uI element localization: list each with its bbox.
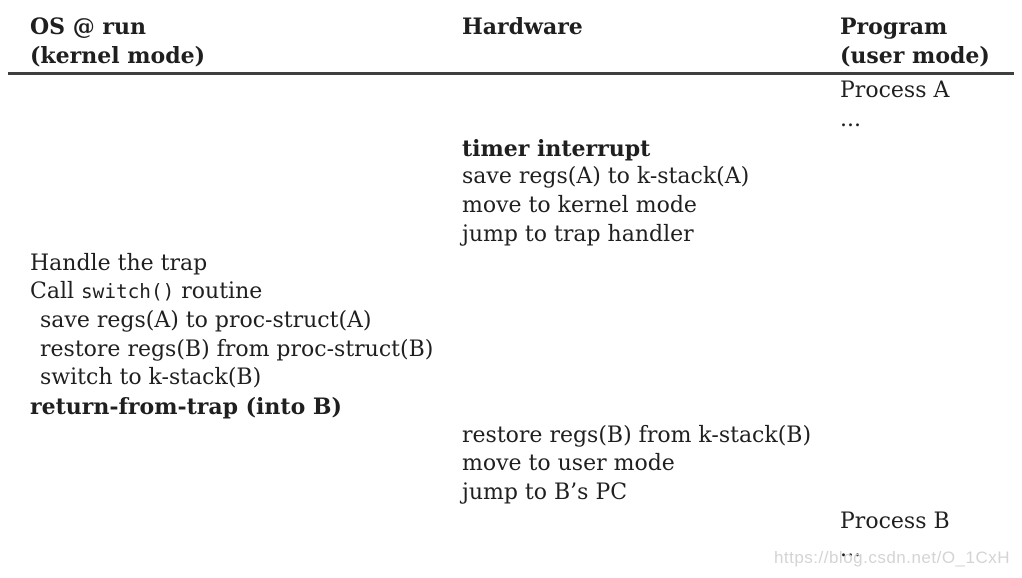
- row-text: move to kernel mode: [462, 193, 697, 219]
- column-header-hardware: Hardware: [462, 13, 840, 70]
- header-rule: [8, 72, 1014, 76]
- column-header-os: OS @ run (kernel mode): [30, 13, 462, 70]
- row-text: Process B: [840, 508, 950, 534]
- timeline-row: save regs(A) to k-stack(A): [0, 163, 1022, 192]
- timeline-row: move to kernel mode: [0, 192, 1022, 221]
- os-header-line1: OS @ run: [30, 14, 146, 40]
- row-text: restore regs(B) from k-stack(B): [462, 422, 812, 448]
- row-text: routine: [174, 279, 263, 305]
- column-header-program: Program (user mode): [840, 13, 1014, 70]
- timeline-row: Process B: [0, 508, 1022, 537]
- program-header-line2: (user mode): [840, 42, 990, 69]
- row-text: ...: [840, 107, 861, 133]
- row-text: save regs(A) to proc-struct(A): [40, 307, 372, 333]
- row-text: restore regs(B) from proc-struct(B): [40, 336, 434, 362]
- timeline-row: Handle the trap: [0, 250, 1022, 279]
- row-text: timer interrupt: [462, 135, 651, 162]
- row-text: switch to k-stack(B): [40, 365, 262, 391]
- timeline-row: ...: [0, 106, 1022, 135]
- timeline-row: return-from-trap (into B): [0, 393, 1022, 422]
- timeline-row: jump to trap handler: [0, 221, 1022, 250]
- row-text: Call: [30, 279, 82, 305]
- timeline-row: Call switch() routine: [0, 278, 1022, 307]
- row-text: ...: [840, 537, 861, 563]
- timeline-row: switch to k-stack(B): [0, 364, 1022, 393]
- hardware-header-line1: Hardware: [462, 14, 583, 40]
- code-text: switch(): [81, 280, 175, 304]
- os-header-line2: (kernel mode): [30, 42, 205, 69]
- row-text: Handle the trap: [30, 250, 208, 276]
- row-text: save regs(A) to k-stack(A): [462, 164, 750, 190]
- row-text: move to user mode: [462, 451, 675, 477]
- timeline-row: restore regs(B) from k-stack(B): [0, 422, 1022, 451]
- timeline-row: timer interrupt: [0, 135, 1022, 164]
- watermark: https://blog.csdn.net/O_1CxH: [773, 548, 1010, 567]
- row-text: return-from-trap (into B): [30, 393, 342, 420]
- timeline-row: restore regs(B) from proc-struct(B): [0, 336, 1022, 365]
- timeline-row: jump to B’s PC: [0, 479, 1022, 508]
- program-header-line1: Program: [840, 14, 948, 40]
- row-text: jump to B’s PC: [462, 480, 628, 506]
- timeline-row: move to user mode: [0, 450, 1022, 479]
- table-header: OS @ run (kernel mode) Hardware Program …: [0, 0, 1022, 70]
- timeline-row: Process A: [0, 77, 1022, 106]
- row-text: Process A: [840, 78, 950, 104]
- timeline-row: save regs(A) to proc-struct(A): [0, 307, 1022, 336]
- timeline-row: ...: [0, 536, 1022, 565]
- row-text: jump to trap handler: [462, 221, 694, 247]
